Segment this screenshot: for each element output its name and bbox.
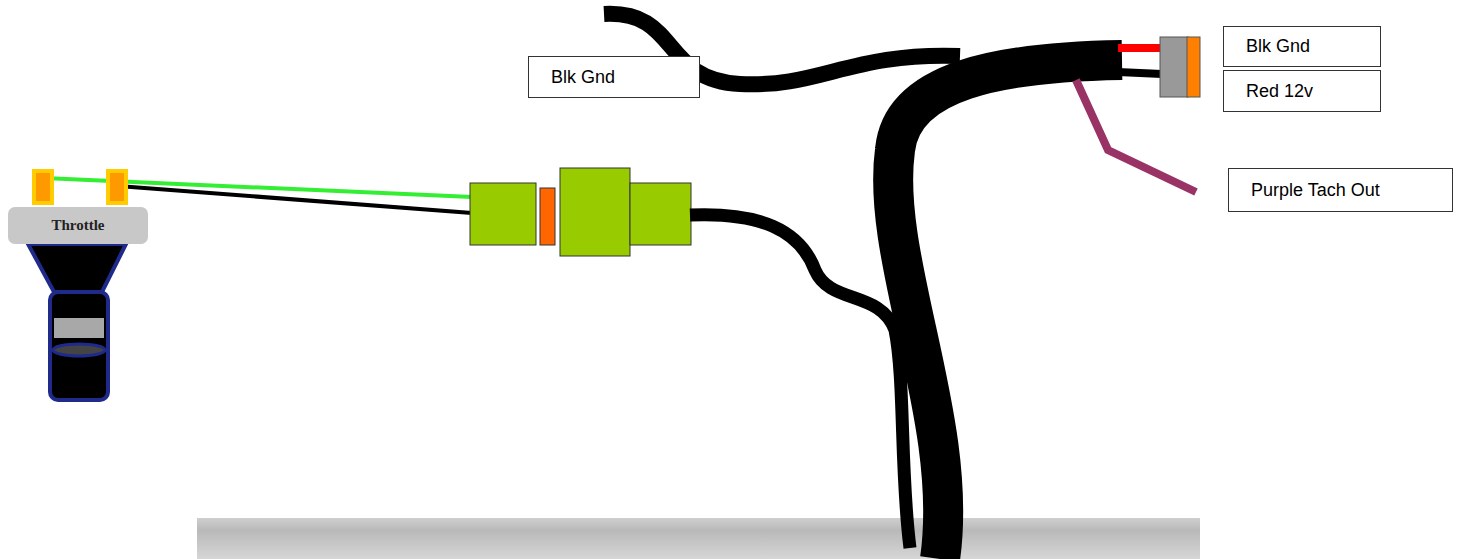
terminal [108,171,126,203]
label-text: Blk Gnd [1246,36,1310,57]
throttle-funnel [28,244,126,292]
red-wire [1118,44,1162,52]
label-text: Throttle [51,217,104,234]
connector-seal [1187,37,1200,97]
connector-half [560,168,630,256]
wire-label: Red 12v [1223,70,1381,112]
connector-half [630,183,691,245]
throttle-cable [690,215,910,548]
terminal [34,171,52,203]
throttle-grip [50,292,108,400]
throttle-body: Throttle [8,207,148,244]
label-text: Red 12v [1246,81,1313,102]
base-plate [197,518,1200,559]
black-wire [1118,72,1162,74]
main-harness [893,60,1122,559]
grip-ring [53,344,105,356]
label-text: Purple Tach Out [1251,180,1380,201]
wire-label: Blk Gnd [528,56,700,98]
label-text: Blk Gnd [551,67,615,88]
connector-half [470,183,536,245]
power-connector [1160,37,1188,97]
wire-label: Blk Gnd [1223,26,1381,67]
grip-band [54,318,104,338]
connector-seal [540,188,555,245]
wire-label: Purple Tach Out [1228,168,1453,212]
black-wire [118,186,472,213]
